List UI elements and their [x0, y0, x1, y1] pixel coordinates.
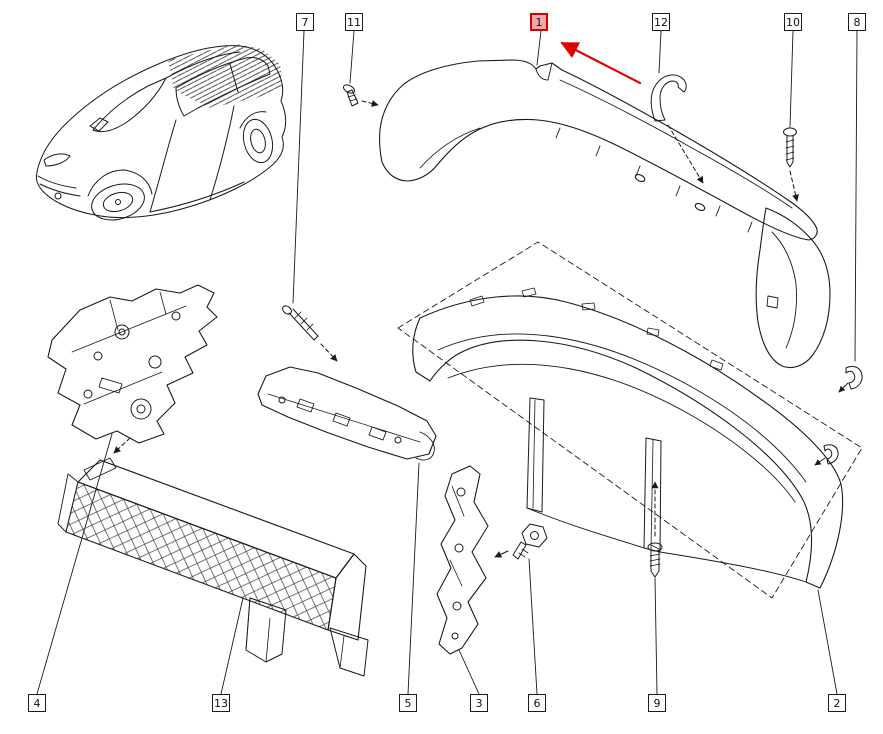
callout-box-9[interactable]: 9: [648, 694, 666, 712]
part-5-support-rail-art[interactable]: [257, 366, 437, 461]
part-4-side-bracket-art[interactable]: [47, 284, 218, 454]
part-8-clip-art[interactable]: [814, 365, 863, 466]
part-7-screw-art[interactable]: [281, 304, 338, 362]
part-9-screw-art[interactable]: [647, 481, 663, 578]
highlight-arrow: [560, 41, 642, 85]
callout-box-6[interactable]: 6: [528, 694, 546, 712]
callout-box-7[interactable]: 7: [296, 13, 314, 31]
callout-box-3[interactable]: 3: [470, 694, 488, 712]
callout-box-2[interactable]: 2: [828, 694, 846, 712]
part-1-upper-bumper-art[interactable]: [379, 59, 831, 369]
part-12-hook-art[interactable]: [650, 74, 704, 184]
callout-box-12[interactable]: 12: [652, 13, 670, 31]
part-6-bolt-art[interactable]: [494, 523, 548, 560]
part-2-lower-bumper-art[interactable]: [397, 241, 863, 599]
callout-box-5[interactable]: 5: [399, 694, 417, 712]
callout-box-13[interactable]: 13: [212, 694, 230, 712]
callout-box-11[interactable]: 11: [345, 13, 363, 31]
leader-lines: [36, 30, 858, 695]
car-illustration: [35, 44, 287, 221]
callout-box-4[interactable]: 4: [28, 694, 46, 712]
callout-box-8[interactable]: 8: [848, 13, 866, 31]
part-10-screw-art[interactable]: [783, 127, 799, 202]
part-13-crossmember-art[interactable]: [57, 457, 369, 677]
callout-box-10[interactable]: 10: [784, 13, 802, 31]
callout-box-1[interactable]: 1: [530, 13, 548, 31]
part-3-vertical-bracket-art[interactable]: [436, 465, 489, 655]
part-11-rivet-art[interactable]: [342, 83, 379, 107]
